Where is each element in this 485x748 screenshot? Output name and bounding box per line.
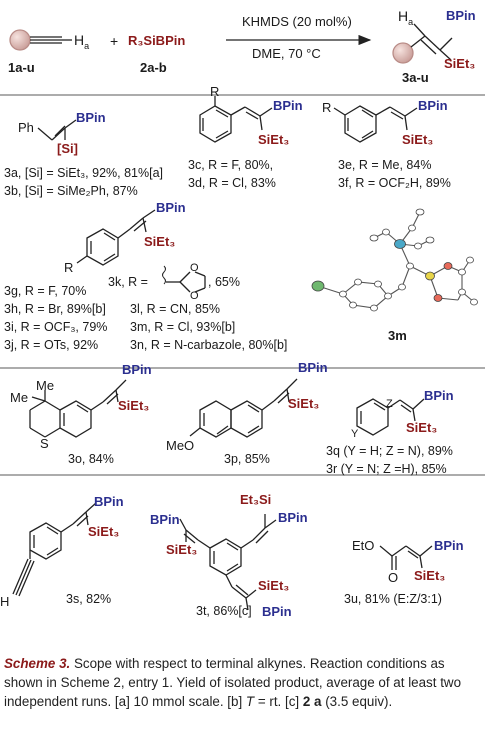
entry-3j: 3j, R = OTs, 92% <box>4 338 99 352</box>
3o-bpin: BPin <box>122 362 152 377</box>
3a-si: [Si] <box>57 141 78 156</box>
3p-meo: MeO <box>166 438 195 453</box>
entry-3m: 3m, R = Cl, 93%[b] <box>130 320 236 334</box>
3t-bpin-bottom: BPin <box>262 604 292 619</box>
product-ball-icon <box>392 42 414 64</box>
alkyne-label: 1a-u <box>8 60 35 75</box>
entry-3i: 3i, R = OCF₃, 79% <box>4 320 108 334</box>
3g-r: R <box>64 260 74 275</box>
entry-3c: 3c, R = F, 80%, <box>188 158 274 172</box>
entry-3p: 3p, 85% <box>224 452 270 466</box>
3o-me-top: Me <box>36 378 55 393</box>
entry-3f: 3f, R = OCF₂H, 89% <box>338 176 451 190</box>
3s-siet3: SiEt₃ <box>88 524 120 539</box>
3k-o-bottom: O <box>190 290 199 302</box>
3u-siet3: SiEt₃ <box>414 568 446 583</box>
entry-3k: 3k, R = <box>108 275 148 289</box>
3s-h: H <box>0 594 10 609</box>
product-label: 3a-u <box>402 70 429 85</box>
product-bpin: BPin <box>446 8 476 23</box>
3g-siet3: SiEt₃ <box>144 234 176 249</box>
3q-siet3: SiEt₃ <box>406 420 438 435</box>
entry-3r: 3r (Y = N; Z =H), 85% <box>326 462 447 476</box>
3e-bpin: BPin <box>418 98 448 113</box>
reaction-scheme <box>0 23 485 611</box>
caption-temperature: T <box>245 694 255 709</box>
3t-bpin-left: BPin <box>150 512 180 527</box>
3s-bpin: BPin <box>94 494 124 509</box>
entry-3k-yield: , 65% <box>208 275 240 289</box>
3q-bpin: BPin <box>424 388 454 403</box>
entry-3s: 3s, 82% <box>66 592 112 606</box>
3e-r: R <box>322 100 332 115</box>
3p-siet3: SiEt₃ <box>288 396 320 411</box>
3o-siet3: SiEt₃ <box>118 398 150 413</box>
caption-text-2: = rt. [c] <box>254 694 303 709</box>
substrate-ball-icon <box>9 29 31 51</box>
3g-bpin: BPin <box>156 200 186 215</box>
product-ha: Ha <box>398 8 414 27</box>
caption-scheme-label: Scheme 3. <box>4 656 71 671</box>
entry-3b: 3b, [Si] = SiMe₂Ph, 87% <box>4 184 138 198</box>
entry-3e: 3e, R = Me, 84% <box>338 158 432 172</box>
reagent-bottom: DME, 70 °C <box>252 46 321 61</box>
3q-z: Z <box>386 398 393 410</box>
entry-3g: 3g, R = F, 70% <box>4 284 87 298</box>
entry-3h: 3h, R = Br, 89%[b] <box>4 302 106 316</box>
silylboronate-label: 2a-b <box>140 60 167 75</box>
3u-bpin: BPin <box>434 538 464 553</box>
caption-reagent: 2 a <box>302 694 322 709</box>
3t-siet3-bottom: SiEt₃ <box>258 578 290 593</box>
entry-3q: 3q (Y = H; Z = N), 89% <box>326 444 453 458</box>
xray-label: 3m <box>388 328 407 343</box>
reagent-top: KHMDS (20 mol%) <box>242 14 352 29</box>
3t-bpin-top: BPin <box>278 510 308 525</box>
3u-o: O <box>388 570 399 585</box>
entry-3u: 3u, 81% (E:Z/3:1) <box>344 592 442 606</box>
3e-siet3: SiEt₃ <box>402 132 434 147</box>
3p-bpin: BPin <box>298 360 328 375</box>
3q-y: Y <box>351 428 359 440</box>
scheme-caption: Scheme 3. Scope with respect to terminal… <box>4 654 481 711</box>
3o-me-left: Me <box>10 390 29 405</box>
3a-bpin: BPin <box>76 110 106 125</box>
entry-3o: 3o, 84% <box>68 452 114 466</box>
ha-label: Ha <box>74 32 90 51</box>
entry-3a: 3a, [Si] = SiEt₃, 92%, 81%[a] <box>4 166 163 180</box>
3c-bpin: BPin <box>273 98 303 113</box>
3t-et3si: Et₃Si <box>240 492 272 507</box>
3c-r: R <box>210 84 220 99</box>
3t-siet3-left: SiEt₃ <box>166 542 198 557</box>
product-siet3: SiEt₃ <box>444 56 476 71</box>
entry-3t: 3t, 86%[c] <box>196 604 252 618</box>
3u-eto: EtO <box>352 538 375 553</box>
entry-3d: 3d, R = Cl, 83% <box>188 176 276 190</box>
silylboronate: R₃SiBPin <box>128 33 186 48</box>
3o-s: S <box>40 436 49 451</box>
caption-text-1: Scope with respect to terminal alkynes. … <box>4 656 462 709</box>
entry-3n: 3n, R = N-carbazole, 80%[b] <box>130 338 288 352</box>
caption-text-3: (3.5 equiv). <box>321 694 393 709</box>
3k-o-top: O <box>190 262 199 274</box>
ph-group: Ph <box>18 120 34 135</box>
3c-siet3: SiEt₃ <box>258 132 290 147</box>
entry-3l: 3l, R = CN, 85% <box>130 302 220 316</box>
plus-sign: + <box>110 33 119 49</box>
